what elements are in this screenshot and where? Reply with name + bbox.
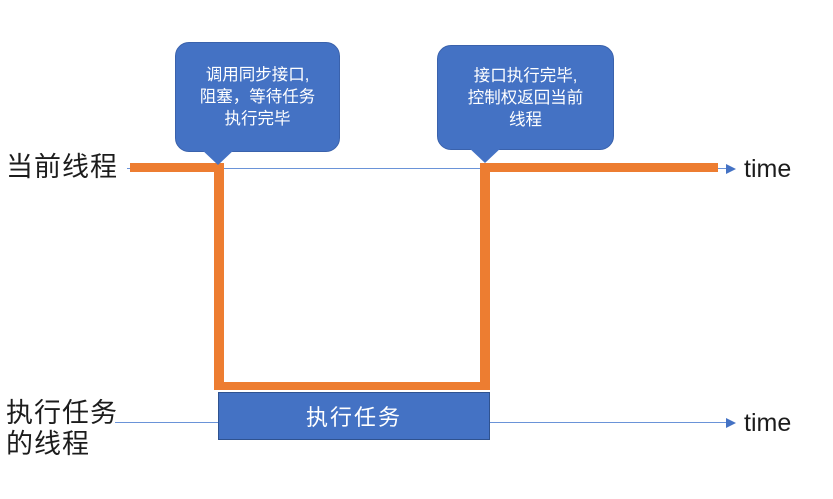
return-bubble-tail bbox=[467, 146, 503, 163]
current-thread-timeline bbox=[127, 168, 728, 170]
blocking-path-run-after bbox=[480, 163, 718, 172]
timeline-arrow-icon bbox=[726, 164, 736, 174]
blocking-path-wait bbox=[214, 382, 490, 390]
return-bubble-text: 接口执行完毕, 控制权返回当前 线程 bbox=[467, 66, 584, 129]
blocking-path-run-before bbox=[130, 163, 223, 172]
timeline-arrow-icon bbox=[726, 418, 736, 428]
time-label-bottom: time bbox=[744, 409, 792, 437]
task-box: 执行任务 bbox=[218, 392, 490, 440]
blocking-path-ascend bbox=[480, 163, 490, 390]
sync-call-bubble-tail bbox=[200, 148, 236, 165]
sync-call-bubble: 调用同步接口, 阻塞，等待任务 执行完毕 bbox=[175, 42, 340, 152]
return-bubble: 接口执行完毕, 控制权返回当前 线程 bbox=[437, 45, 614, 150]
blocking-path-descend bbox=[214, 163, 224, 390]
sync-call-bubble-text: 调用同步接口, 阻塞，等待任务 执行完毕 bbox=[199, 66, 316, 128]
time-label-top: time bbox=[744, 155, 792, 183]
worker-thread-label: 执行任务 的线程 bbox=[6, 398, 118, 459]
current-thread-label: 当前线程 bbox=[6, 152, 118, 182]
